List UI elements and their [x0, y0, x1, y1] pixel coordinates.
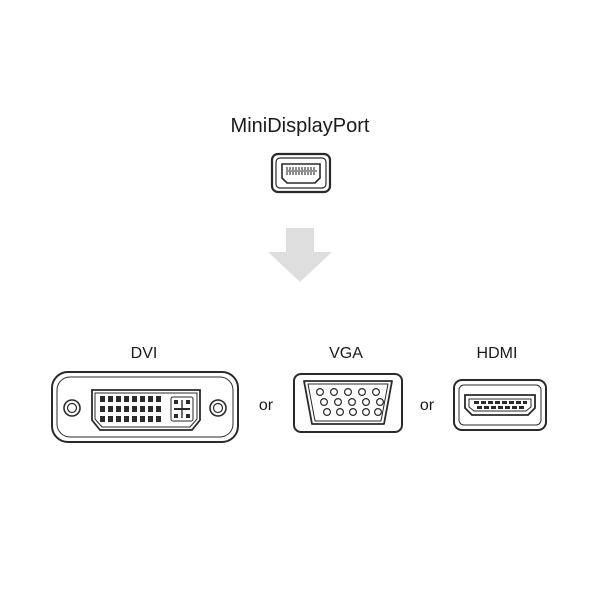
down-arrow-icon [268, 228, 332, 282]
dvi-pins [100, 396, 161, 422]
connector-label-vga: VGA [329, 345, 363, 362]
hdmi-connector-icon [453, 379, 547, 431]
dvi-connector-icon [51, 371, 239, 443]
connector-label-dvi: DVI [130, 345, 158, 362]
dvi-analog-pins [170, 396, 194, 422]
vga-connector-icon [293, 373, 403, 433]
mdp-pins [286, 167, 317, 175]
source-title: MiniDisplayPort [230, 115, 370, 137]
separator-or: or [419, 397, 435, 414]
connector-label-hdmi: HDMI [476, 345, 518, 362]
separator-or: or [258, 397, 274, 414]
minidisplayport-connector-icon [270, 152, 332, 194]
hdmi-pins [474, 401, 527, 409]
vga-pins [316, 388, 384, 416]
